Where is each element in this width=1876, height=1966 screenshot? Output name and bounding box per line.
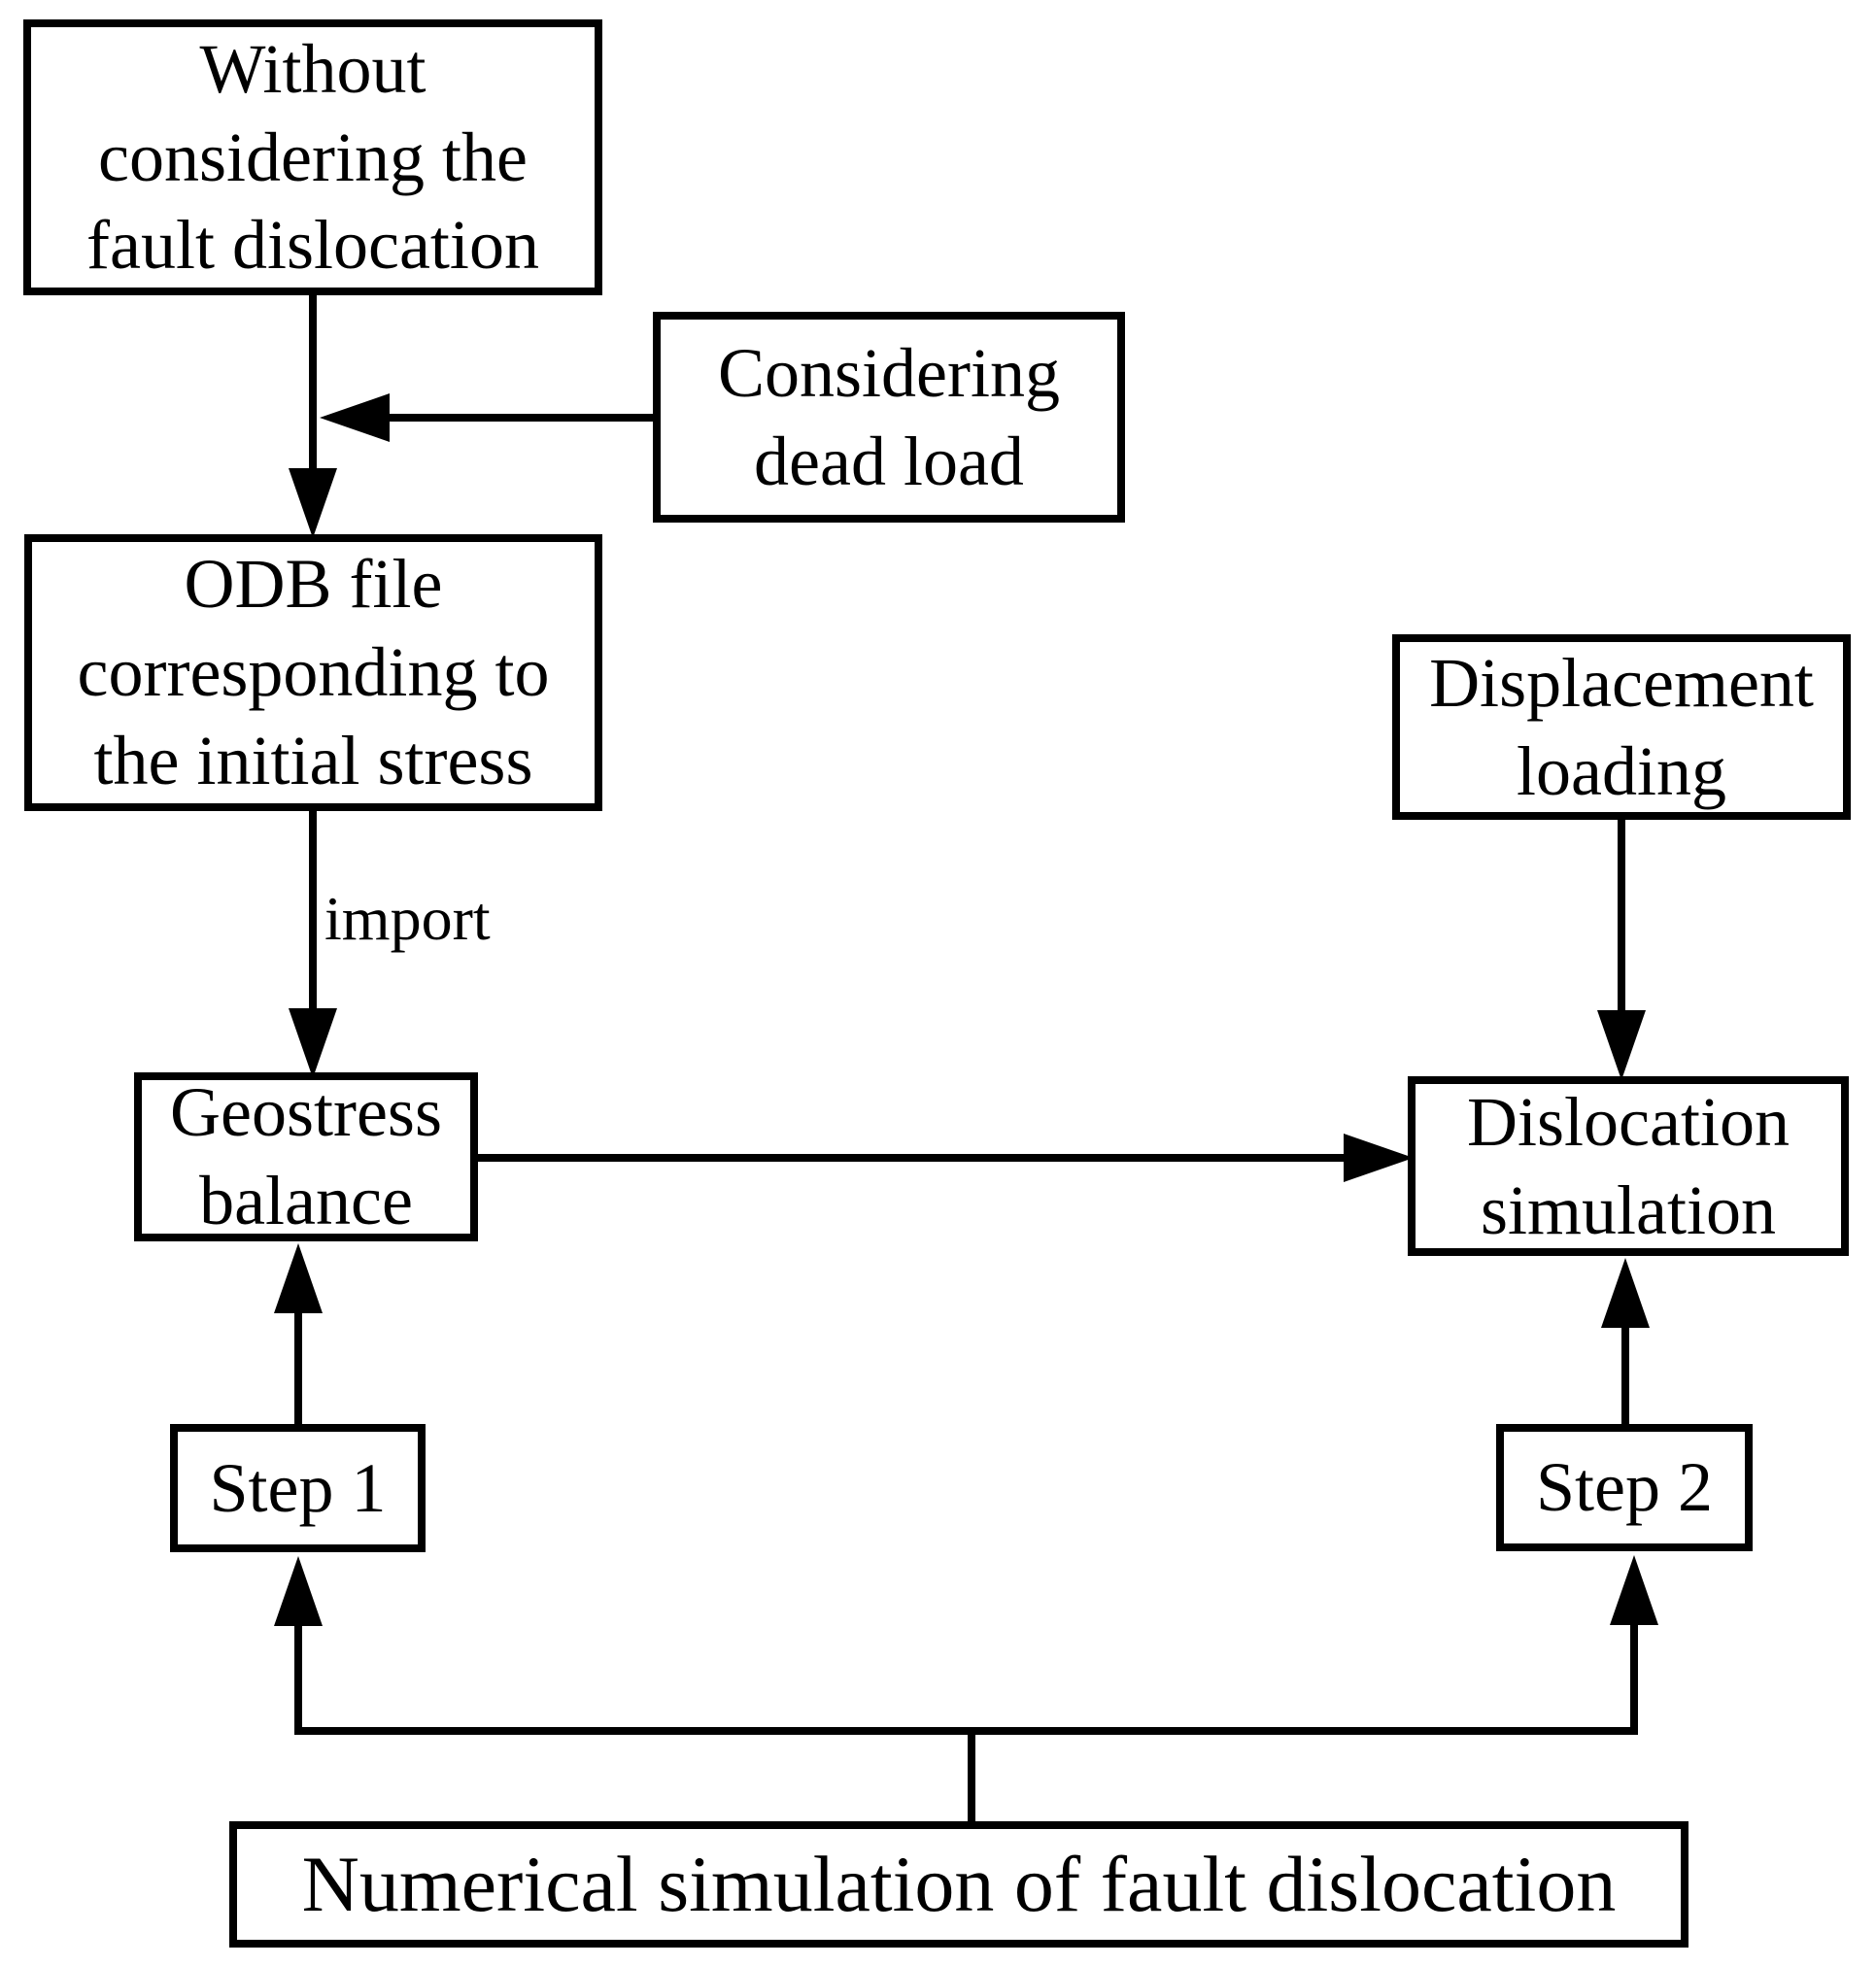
node-displacement-label: Displacement loading [1429,643,1814,810]
arrowhead-deadload-to-main [320,393,390,442]
arrowhead-step1-to-geostress [274,1243,323,1313]
import-edge-label: import [324,884,491,953]
node-step1: Step 1 [170,1424,426,1552]
arrowhead-step2-to-dislocation [1601,1258,1650,1328]
node-dislocation-simulation: Dislocation simulation [1408,1076,1849,1256]
node-displacement-loading: Displacement loading [1392,634,1851,820]
node-without-label: Without considering the fault dislocatio… [86,29,539,285]
arrowhead-odb-to-geostress [289,1008,337,1078]
node-geostress-label: Geostress balance [170,1073,442,1239]
arrowhead-without-to-odb [289,468,337,538]
node-odb-file: ODB file corresponding to the initial st… [24,534,602,811]
arrowhead-geostress-to-dislocation [1344,1134,1414,1182]
node-step1-label: Step 1 [209,1448,387,1527]
node-geostress-balance: Geostress balance [134,1072,478,1241]
node-without-considering-fault-dislocation: Without considering the fault dislocatio… [23,19,602,295]
node-odb-label: ODB file corresponding to the initial st… [77,545,550,799]
arrowhead-numerical-to-step1 [274,1556,323,1626]
node-step2: Step 2 [1496,1424,1753,1551]
node-numerical-label: Numerical simulation of fault dislocatio… [301,1839,1617,1928]
node-step2-label: Step 2 [1535,1448,1713,1527]
arrowhead-numerical-to-step2 [1610,1555,1658,1625]
node-considering-dead-load: Considering dead load [653,312,1125,523]
node-dead-load-label: Considering dead load [718,333,1060,500]
arrowhead-displacement-to-dislocation [1597,1010,1646,1080]
node-dislocation-label: Dislocation simulation [1467,1082,1790,1249]
node-numerical-simulation: Numerical simulation of fault dislocatio… [229,1821,1688,1948]
